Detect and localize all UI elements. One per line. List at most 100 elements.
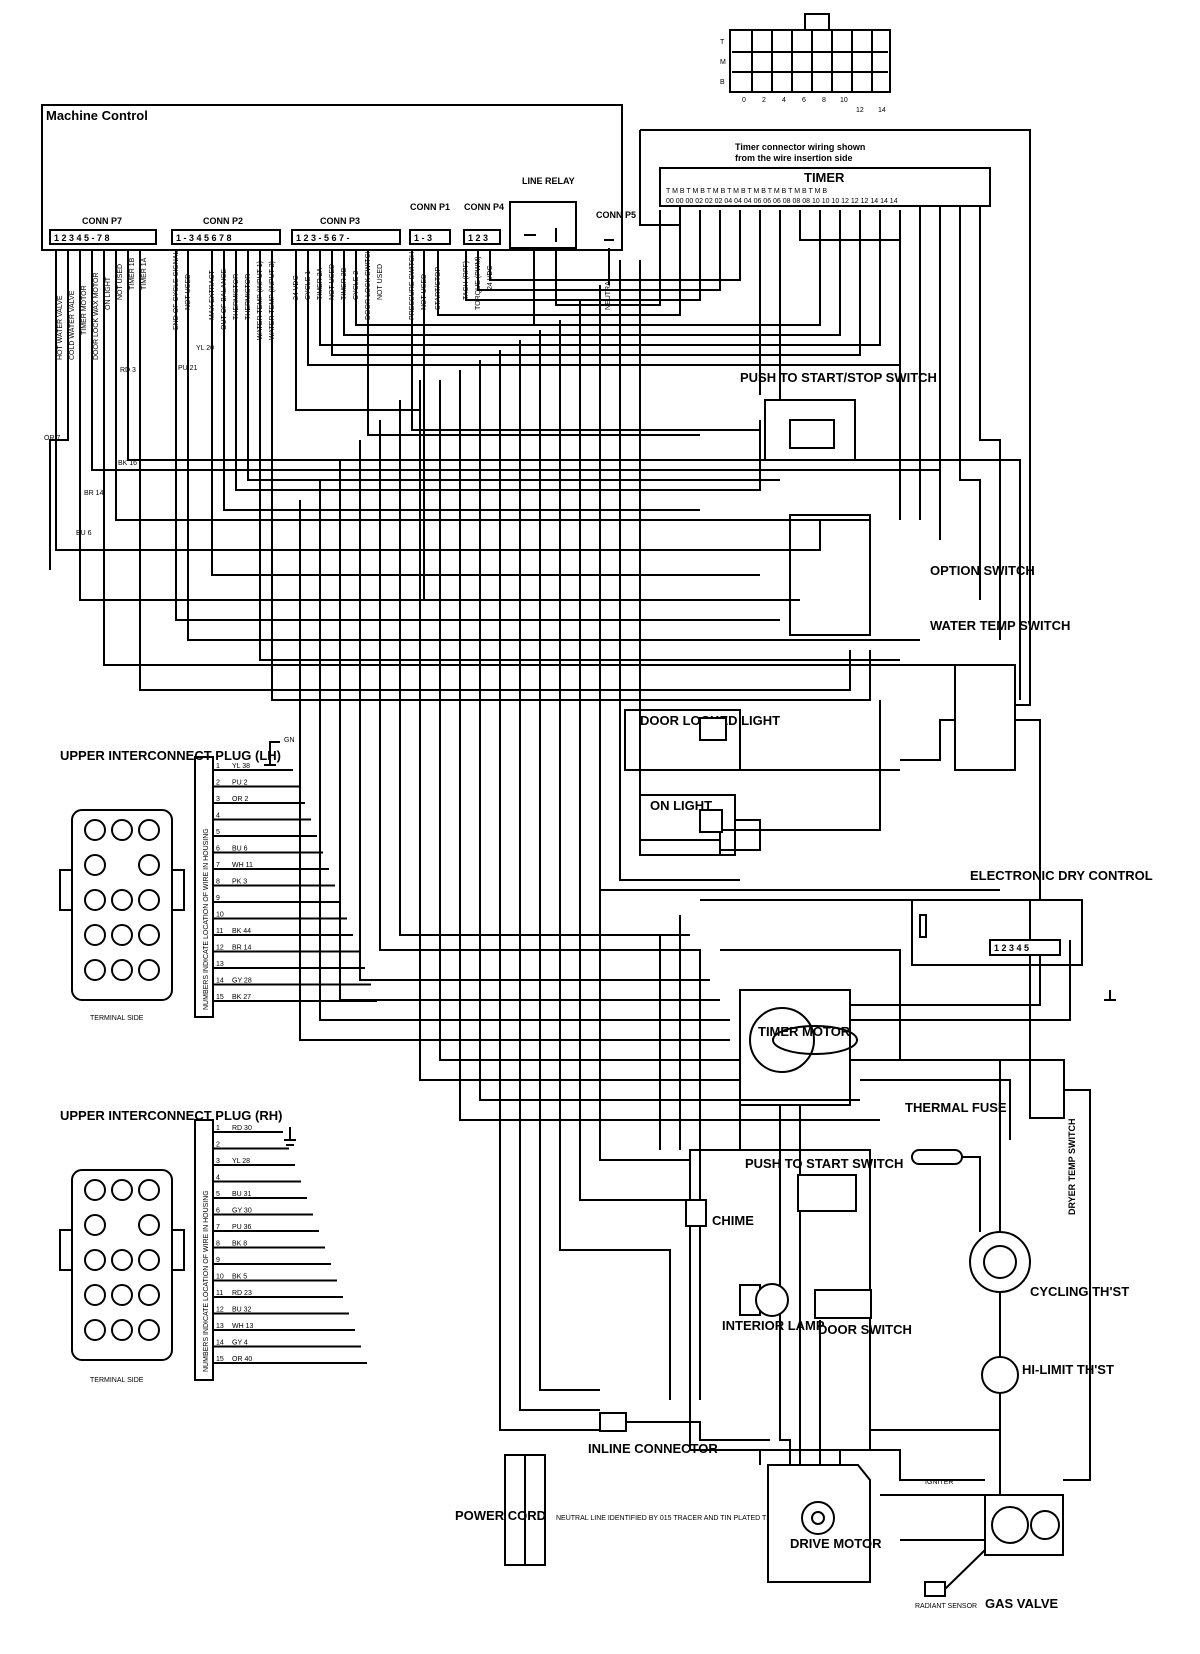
wire [959,206,981,600]
housing-wire-label: BK 44 [232,928,251,935]
wire-harness [49,129,1091,1590]
housing-pin-number: 2 [216,780,220,787]
upper-interconnect-plug-lh: UPPER INTERCONNECT PLUG (LH) TERMINAL SI… [59,748,377,1022]
option-switch-label: OPTION SWITCH [930,563,1035,578]
electronic-dry-control-label: ELECTRONIC DRY CONTROL [970,868,1153,883]
plug-pin [84,1249,106,1271]
plug-pin [138,1284,160,1306]
housing-pin-number: 3 [216,796,220,803]
p1-p4-p5-signal-labels: PRESSURE SWITCH NOT USED START/STOP TACH… [409,252,612,320]
housing-wire-label: YL 28 [232,1158,250,1165]
plug-pin [84,1319,106,1341]
chime: CHIME [685,1199,754,1228]
machine-control-box: Machine Control CONN P7 1 2 3 4 5 - 7 8 … [41,104,636,251]
plug-latch [59,1229,73,1271]
timer-title: TIMER [804,170,845,185]
timer-motor: TIMER MOTOR [739,989,858,1106]
svg-text:0: 0 [742,97,746,104]
plug-pin [84,819,106,841]
timer-tms-row: T M B T M B T M B T M B T M B T M B T M … [666,188,827,195]
plug-pin [111,889,133,911]
housing-pin-number: 13 [216,1323,224,1330]
inline-connector: INLINE CONNECTOR [588,1412,718,1456]
on-light: ON LIGHT [639,794,736,856]
plug-latch [171,869,185,911]
hi-limit-thst-label: HI-LIMIT TH'ST [1022,1362,1114,1377]
plug-pin [111,1284,133,1306]
wire [639,130,681,226]
wire [437,210,681,316]
housing-pin-number: 15 [216,994,224,1001]
housing-wire-label: GY 30 [232,1208,252,1215]
push-start-stop-label: PUSH TO START/STOP SWITCH [740,370,937,385]
plug-pin [138,1249,160,1271]
water-temp-switch-label: WATER TEMP SWITCH [930,618,1070,633]
svg-text:NOT USED: NOT USED [377,264,384,300]
svg-text:14: 14 [878,107,886,114]
timer-terminal-row: 00 00 00 02 02 02 04 04 04 06 06 06 08 0… [666,198,898,205]
wire [979,206,1001,640]
housing-pin-number: 1 [216,1125,220,1132]
wire [439,380,740,1061]
electronic-dry-control: ELECTRONIC DRY CONTROL 1 2 3 4 5 [911,868,1153,966]
wire [599,285,690,1161]
wire [359,440,710,981]
plug-pin [138,959,160,981]
dryer-temp-switch: DRYER TEMP SWITCH [1029,1059,1077,1215]
housing-wire-label: BK 8 [232,1241,247,1248]
plug-pin [138,819,160,841]
housing-wire-label: YL 38 [232,763,250,770]
conn-p5-label: CONN P5 [596,210,636,220]
wire [850,940,1041,1006]
wire [619,260,740,881]
housing-wire-label: OR 40 [232,1356,252,1363]
p3-signal-labels: 24 VDC CYCLE 1 TIMER 2A NOT USED TIMER 2… [293,248,384,320]
housing-pin-number: 5 [216,829,220,836]
plug-rh-terminal-side: TERMINAL SIDE [90,1377,144,1384]
wire [900,719,955,761]
wire [860,1079,1011,1140]
wire [519,340,600,1411]
plug-rh-label: UPPER INTERCONNECT PLUG (RH) [60,1108,282,1123]
timer-block: Timer connector wiring shown from the wi… [659,142,991,207]
door-switch-label: DOOR SWITCH [818,1322,912,1337]
cycling-thst-label: CYCLING TH'ST [1030,1284,1129,1299]
plug-pin [84,1214,106,1236]
housing-wire-label: PU 36 [232,1224,252,1231]
svg-text:4: 4 [782,97,786,104]
svg-text:2: 2 [762,97,766,104]
plug-pin [138,924,160,946]
housing-wire-label: PU 2 [232,780,248,787]
wire [1063,1089,1091,1481]
inline-connector-label: INLINE CONNECTOR [588,1441,718,1456]
housing-pin-number: 4 [216,813,220,820]
plug-pin [111,1179,133,1201]
wire [640,129,1031,706]
wire [720,819,761,851]
conn-p3-pins: 1 2 3 - 5 6 7 - [296,233,350,243]
svg-text:OR 7: OR 7 [44,435,60,442]
housing-wire-label: RD 30 [232,1125,252,1132]
plug-pin [111,1319,133,1341]
housing-pin-number: 15 [216,1356,224,1363]
housing-pin-number: 6 [216,1208,220,1215]
wire [103,250,960,666]
svg-text:12: 12 [856,107,864,114]
wire [379,420,701,1400]
conn-p2-label: CONN P2 [203,216,243,226]
chime-label: CHIME [712,1213,754,1228]
svg-text:NEUTRAL: NEUTRAL [605,277,612,310]
housing-pin-number: 1 [216,763,220,770]
wire [799,210,901,520]
push-start-stop-switch: PUSH TO START/STOP SWITCH [740,370,937,461]
wire [850,1059,1001,1232]
svg-text:M: M [720,59,726,66]
wire [626,1421,770,1441]
housing-pin-number: 6 [216,846,220,853]
wire [499,350,600,1431]
housing-wire-label: BU 32 [232,1307,252,1314]
wire [211,250,760,576]
wire [367,250,700,436]
